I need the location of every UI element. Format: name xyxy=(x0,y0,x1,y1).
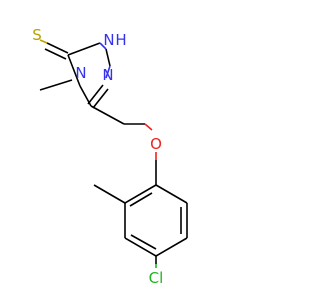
bond-n2-c5-double-b xyxy=(92,88,109,109)
atom-n2-label: N xyxy=(102,66,113,84)
bond-ar-methyl xyxy=(93,184,126,204)
bond-c3-n1 xyxy=(67,42,101,56)
atom-nh-label: N xyxy=(103,31,114,49)
bond-ar-c6-c1 xyxy=(155,184,188,204)
bond-ar-c3-c4-inner xyxy=(130,234,157,250)
bond-s-seg xyxy=(39,39,48,44)
bond-ar-c1-c2 xyxy=(124,184,157,204)
bond-n1-n2 xyxy=(105,48,111,67)
atom-nh-h-label: H xyxy=(115,31,126,49)
atom-cl-label: Cl xyxy=(149,269,164,287)
bond-ar-c1-c2-inner xyxy=(129,192,153,207)
molecule-drawing: S N H N N O Cl xyxy=(32,26,188,287)
structure-canvas: S N H N N O Cl xyxy=(32,26,188,287)
bond-ar-c4-c5 xyxy=(155,237,188,257)
bond-c3-s-double-a xyxy=(46,42,69,54)
bond-c3-s-double-b xyxy=(44,48,67,60)
bond-n4-methyl xyxy=(39,79,73,91)
bond-ar-c3-c4 xyxy=(124,237,157,257)
bond-n2-seg xyxy=(105,65,111,79)
bond-o-seg-a xyxy=(144,123,153,131)
bond-n4-c5 xyxy=(79,85,92,107)
bond-n2-c5-double-a xyxy=(87,84,104,105)
atom-o-label: O xyxy=(150,135,162,153)
bond-c5-ch2 xyxy=(90,105,125,125)
bond-n1-seg xyxy=(99,42,107,50)
atom-s-label: S xyxy=(32,26,42,44)
atom-n4-label: N xyxy=(75,64,86,82)
bond-c3-n4 xyxy=(67,54,81,87)
